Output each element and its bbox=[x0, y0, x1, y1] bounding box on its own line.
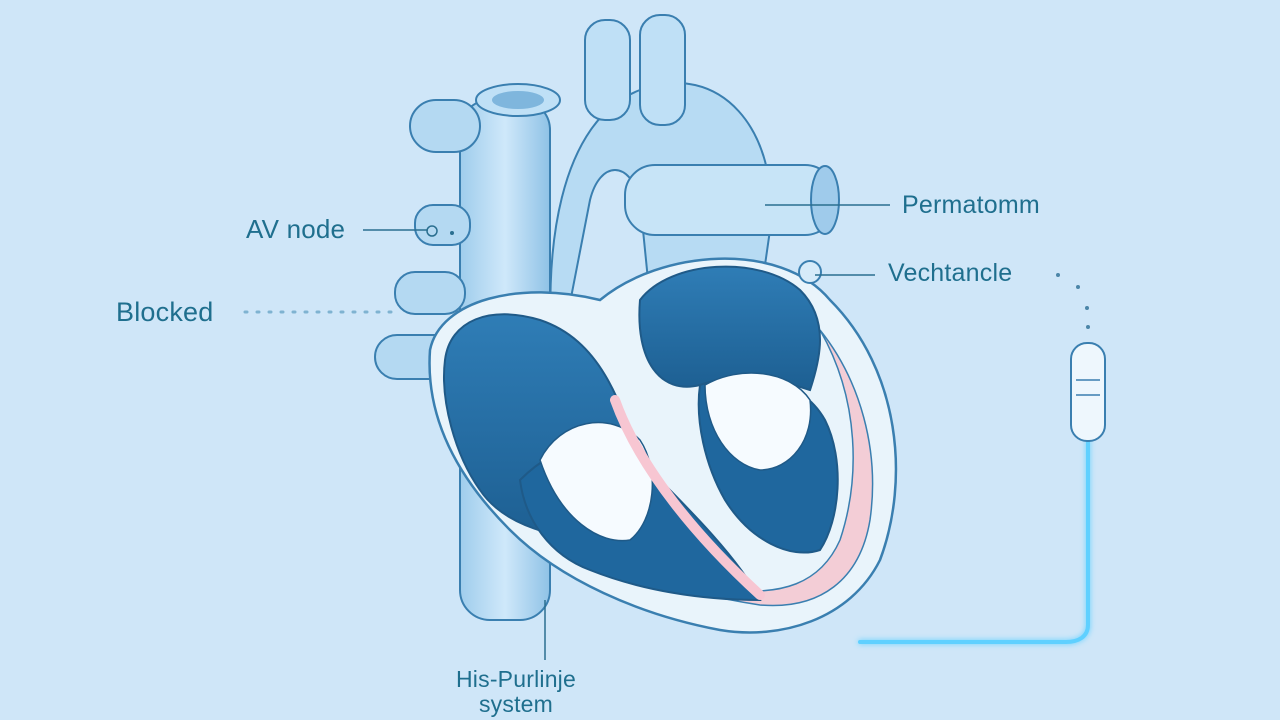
right-atrium-ventricle bbox=[443, 313, 762, 602]
av-node-label: AV node bbox=[246, 214, 346, 244]
left-atrium-ventricle bbox=[638, 265, 839, 554]
blocked-label: Blocked bbox=[116, 297, 214, 327]
node-marker bbox=[798, 260, 822, 284]
ventricle-label: Vechtancle bbox=[888, 259, 1013, 287]
pulmonary-artery bbox=[624, 164, 840, 236]
pacemaker-lead bbox=[858, 438, 1090, 644]
permanent-label: Permatomm bbox=[902, 191, 1040, 219]
his-purkinje-line1: His-Purlinje bbox=[456, 666, 576, 692]
septum bbox=[610, 395, 765, 600]
leader-lines bbox=[243, 204, 890, 660]
pacemaker-trail bbox=[1056, 273, 1090, 329]
his-purkinje-label: His-Purlinje system bbox=[456, 667, 576, 717]
his-purkinje-line2: system bbox=[478, 691, 554, 717]
pacemaker-device-icon bbox=[1070, 342, 1106, 442]
